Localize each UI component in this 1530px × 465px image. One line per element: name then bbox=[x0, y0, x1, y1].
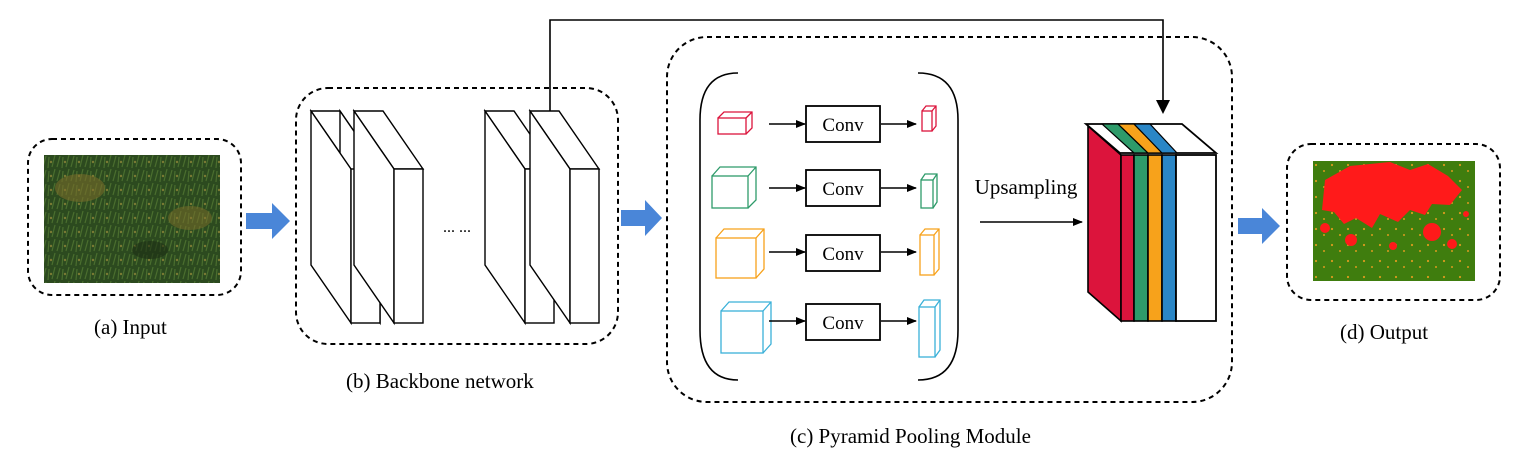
caption-output: (d) Output bbox=[1340, 320, 1429, 344]
backbone-ellipsis: ... ... bbox=[443, 219, 471, 236]
conv-label-3: Conv bbox=[822, 244, 864, 265]
flow-arrow-3 bbox=[1238, 208, 1280, 244]
conv-box-2 bbox=[805, 169, 881, 207]
upsampling-label: Upsampling bbox=[975, 175, 1078, 199]
conv-label-1: Conv bbox=[822, 115, 864, 136]
caption-input: (a) Input bbox=[94, 315, 167, 339]
backbone-layer-4 bbox=[528, 108, 601, 326]
feature-red bbox=[1120, 154, 1135, 322]
pyramid-level-1: Conv bbox=[717, 105, 937, 143]
feature-white bbox=[1175, 154, 1217, 322]
conv-box-1 bbox=[805, 105, 881, 143]
backbone-panel: ... ... bbox=[295, 87, 619, 345]
feature-orange bbox=[1147, 154, 1163, 322]
skip-connection bbox=[549, 19, 1170, 114]
feature-red-side bbox=[1087, 124, 1122, 323]
pooled-cube-orange bbox=[715, 228, 765, 279]
feature-green bbox=[1133, 154, 1149, 322]
caption-ppm: (c) Pyramid Pooling Module bbox=[790, 424, 1031, 448]
pooled-cube-red bbox=[717, 111, 753, 135]
conv-label-2: Conv bbox=[822, 179, 864, 200]
caption-backbone: (b) Backbone network bbox=[346, 369, 534, 393]
conv-box-4 bbox=[805, 303, 881, 341]
reduced-cube-orange bbox=[919, 228, 940, 276]
pyramid-level-3: Conv bbox=[715, 228, 940, 279]
pooled-cube-green bbox=[711, 166, 757, 209]
left-bracket bbox=[699, 72, 739, 381]
output-segmentation-image bbox=[1313, 161, 1475, 281]
concatenated-features bbox=[1083, 123, 1219, 323]
ppm-dashed-box bbox=[666, 36, 1233, 403]
input-image bbox=[44, 155, 220, 283]
output-panel bbox=[1286, 143, 1501, 301]
input-dashed-box bbox=[27, 138, 242, 296]
right-bracket bbox=[917, 72, 959, 381]
reduced-cube-red bbox=[921, 105, 937, 132]
backbone-layer-2 bbox=[352, 108, 425, 326]
flow-arrow-2 bbox=[621, 200, 662, 236]
conv-label-4: Conv bbox=[822, 313, 864, 334]
output-dashed-box bbox=[1286, 143, 1501, 301]
input-panel bbox=[27, 138, 242, 296]
ppm-panel: Conv Conv bbox=[666, 36, 1233, 403]
backbone-dashed-box bbox=[295, 87, 619, 345]
conv-box-3 bbox=[805, 234, 881, 272]
pooled-cube-blue bbox=[720, 301, 772, 354]
feature-blue bbox=[1161, 154, 1177, 322]
reduced-cube-blue bbox=[918, 299, 941, 358]
reduced-cube-green bbox=[920, 173, 938, 209]
pyramid-level-4: Conv bbox=[720, 299, 941, 358]
pyramid-level-2: Conv bbox=[711, 166, 938, 209]
flow-arrow-1 bbox=[246, 203, 290, 239]
